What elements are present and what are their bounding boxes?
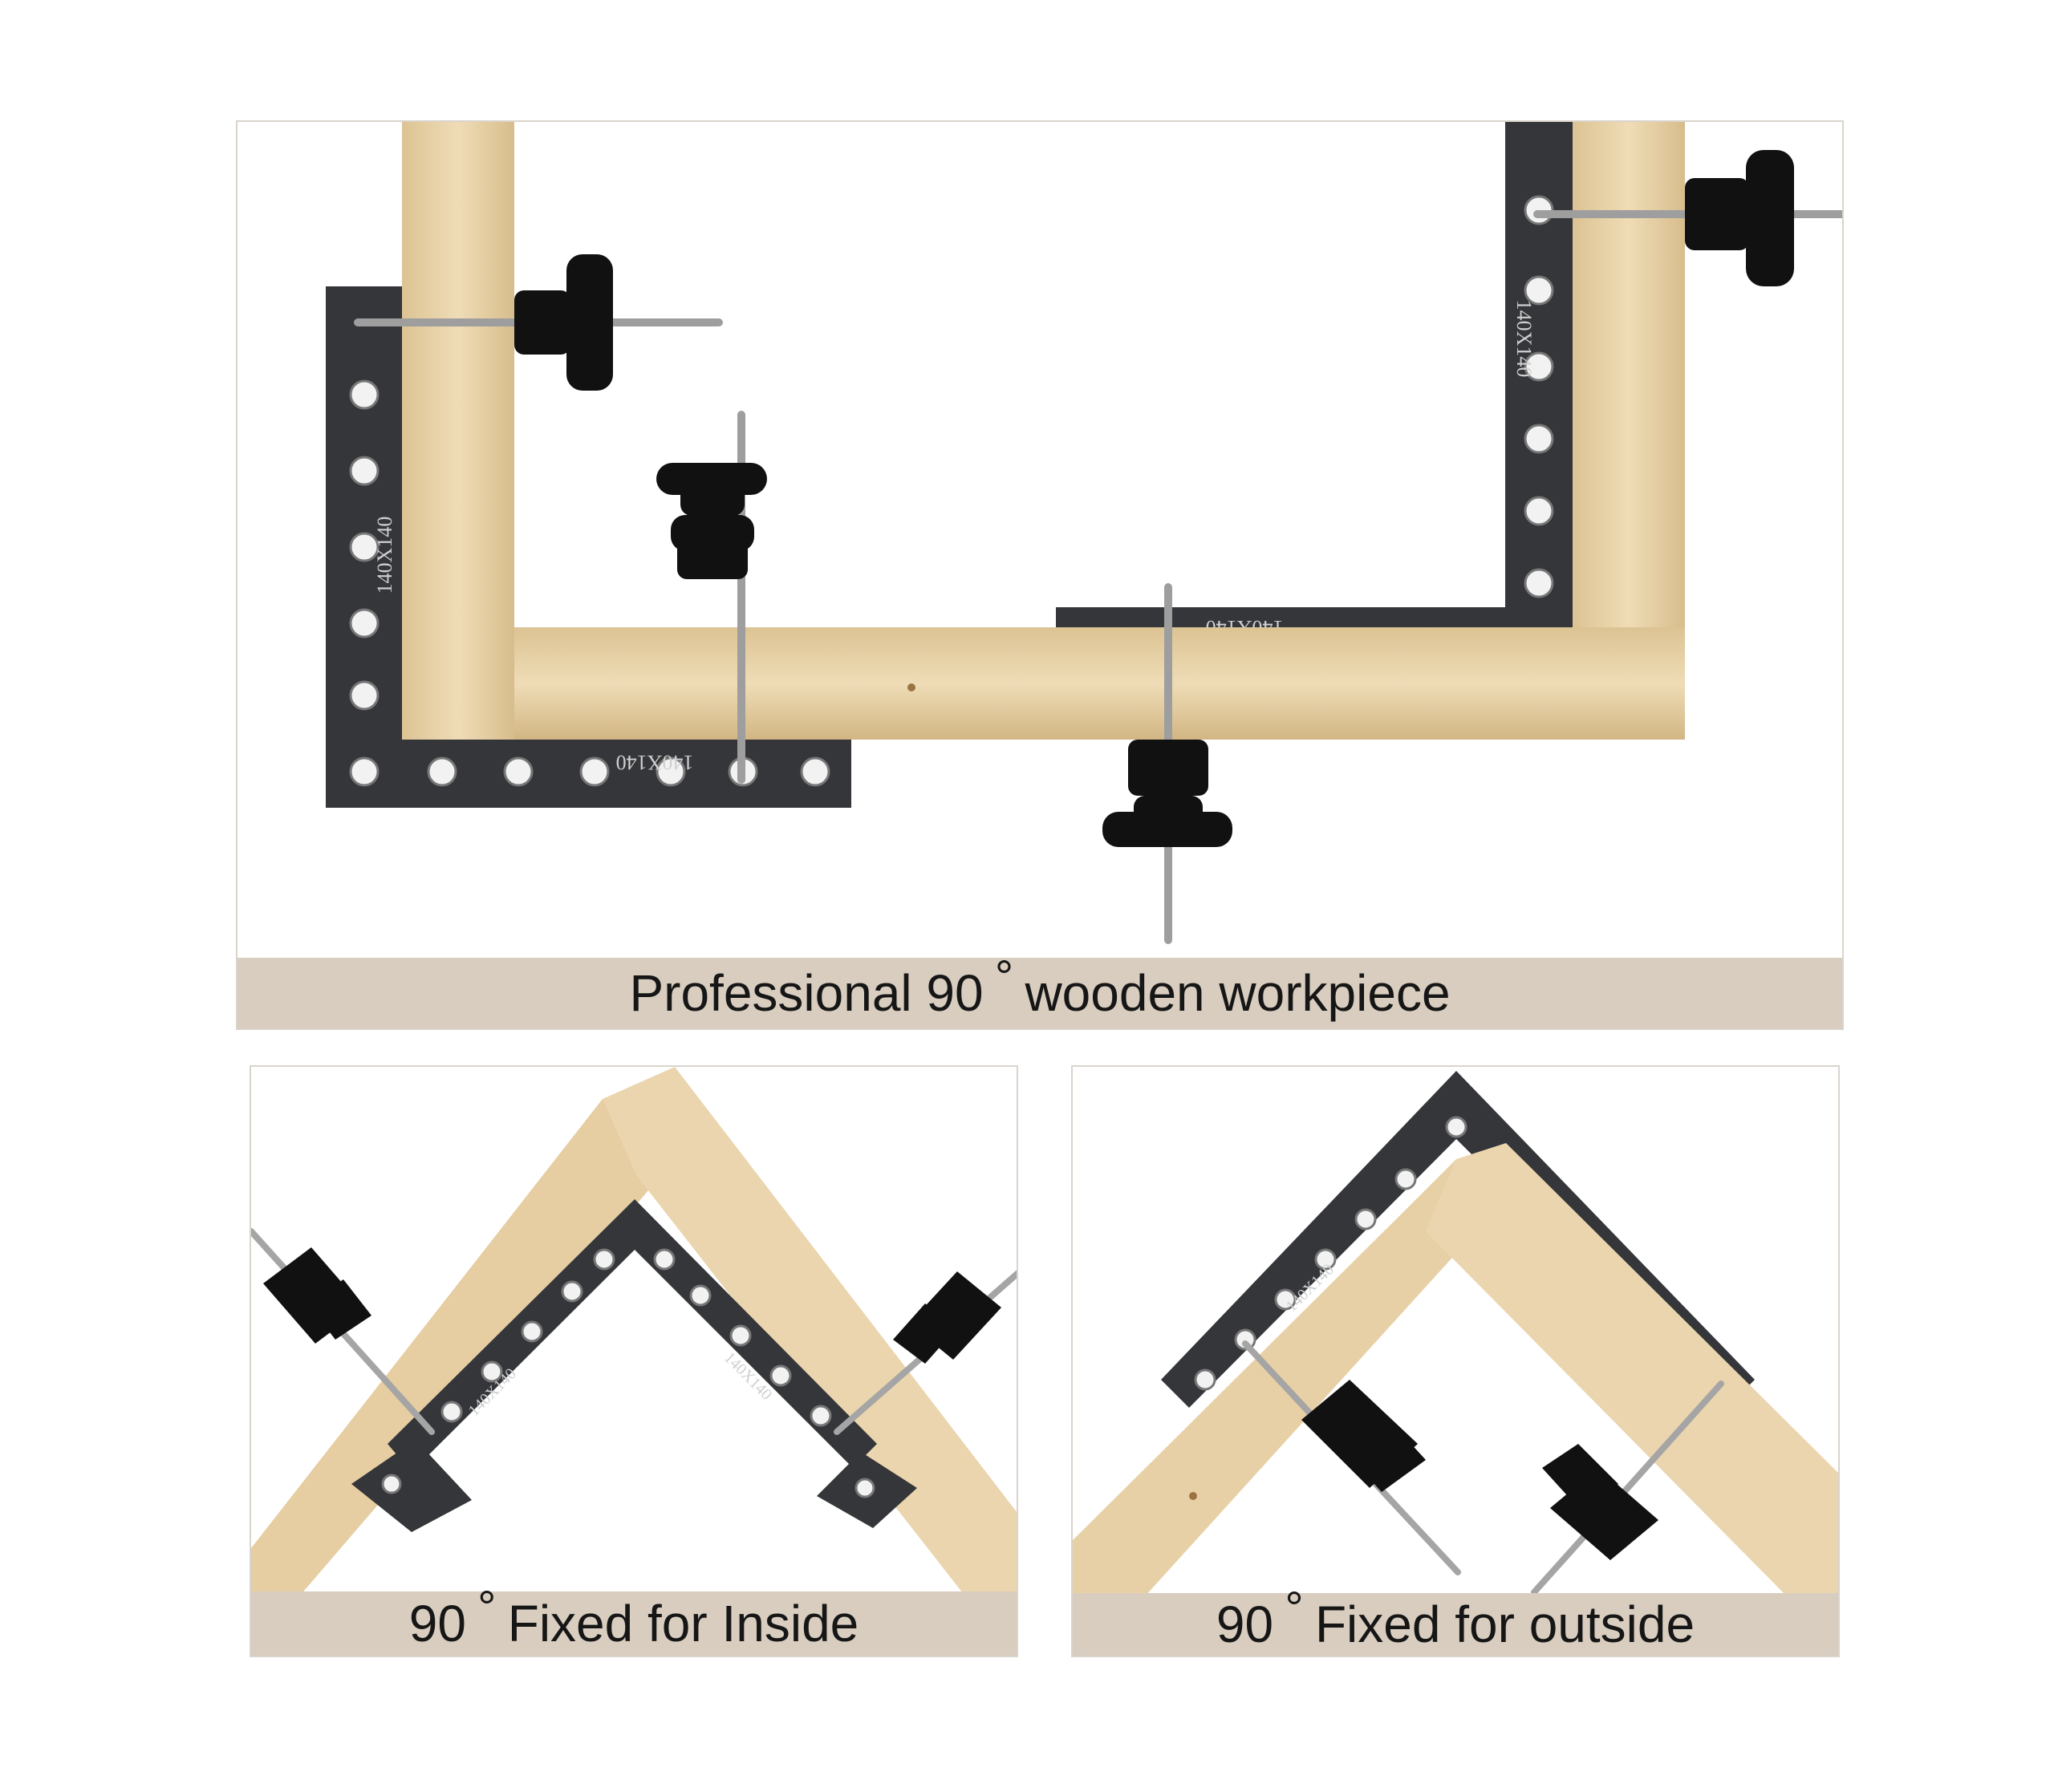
inside-caption-after: Fixed for Inside (507, 1595, 859, 1652)
horizontal-board (514, 627, 1685, 740)
right-square-size-label: 140X140 (1512, 300, 1536, 378)
top-caption: Professional 90 ° wooden workpiece (237, 951, 1842, 1028)
outside-caption: 90 ° Fixed for outside (1073, 1583, 1838, 1656)
right-outside-board (1426, 1143, 1838, 1596)
inside-caption: 90 ° Fixed for Inside (251, 1582, 1017, 1656)
star-knob-icon (263, 1247, 1001, 1364)
top-workpiece-illustration: 140X140 140X140 140X140 140X140 (326, 122, 1842, 944)
top-caption-after: wooden workpiece (1025, 964, 1451, 1022)
left-square-bottom-label: 140X140 (616, 751, 694, 774)
inside-fixing-illustration: 140X140 140X140 (251, 1067, 1017, 1596)
left-corner-square-icon: 140X140 140X140 (326, 286, 851, 808)
left-square-size-label: 140X140 (373, 517, 396, 594)
inside-caption-before: 90 (408, 1595, 466, 1652)
outside-photo-panel: 140X140 140X140 90 ° Fixed for outside (1071, 1065, 1840, 1657)
inside-photo-panel: 140X140 140X140 90 ° Fixed for Inside (250, 1065, 1018, 1657)
outside-caption-after: Fixed for outside (1314, 1595, 1695, 1653)
outside-caption-before: 90 (1216, 1595, 1274, 1653)
right-inside-board (603, 1067, 1017, 1596)
outside-fixing-illustration: 140X140 140X140 (1073, 1071, 1838, 1596)
star-knob-icon (514, 150, 1794, 847)
top-caption-degree: ° (995, 951, 1014, 1003)
left-outside-board (1073, 1159, 1498, 1596)
left-vertical-board (402, 122, 514, 740)
inside-corner-square-icon: 140X140 140X140 (351, 1199, 917, 1532)
top-photo-panel: 140X140 140X140 140X140 140X140 (236, 120, 1844, 1030)
star-knob-icon (1301, 1380, 1658, 1560)
outside-caption-degree: ° (1285, 1582, 1304, 1634)
right-vertical-board (1573, 122, 1685, 683)
top-caption-before: Professional 90 (629, 964, 984, 1022)
left-inside-board (251, 1099, 660, 1596)
inside-caption-degree: ° (477, 1581, 497, 1633)
